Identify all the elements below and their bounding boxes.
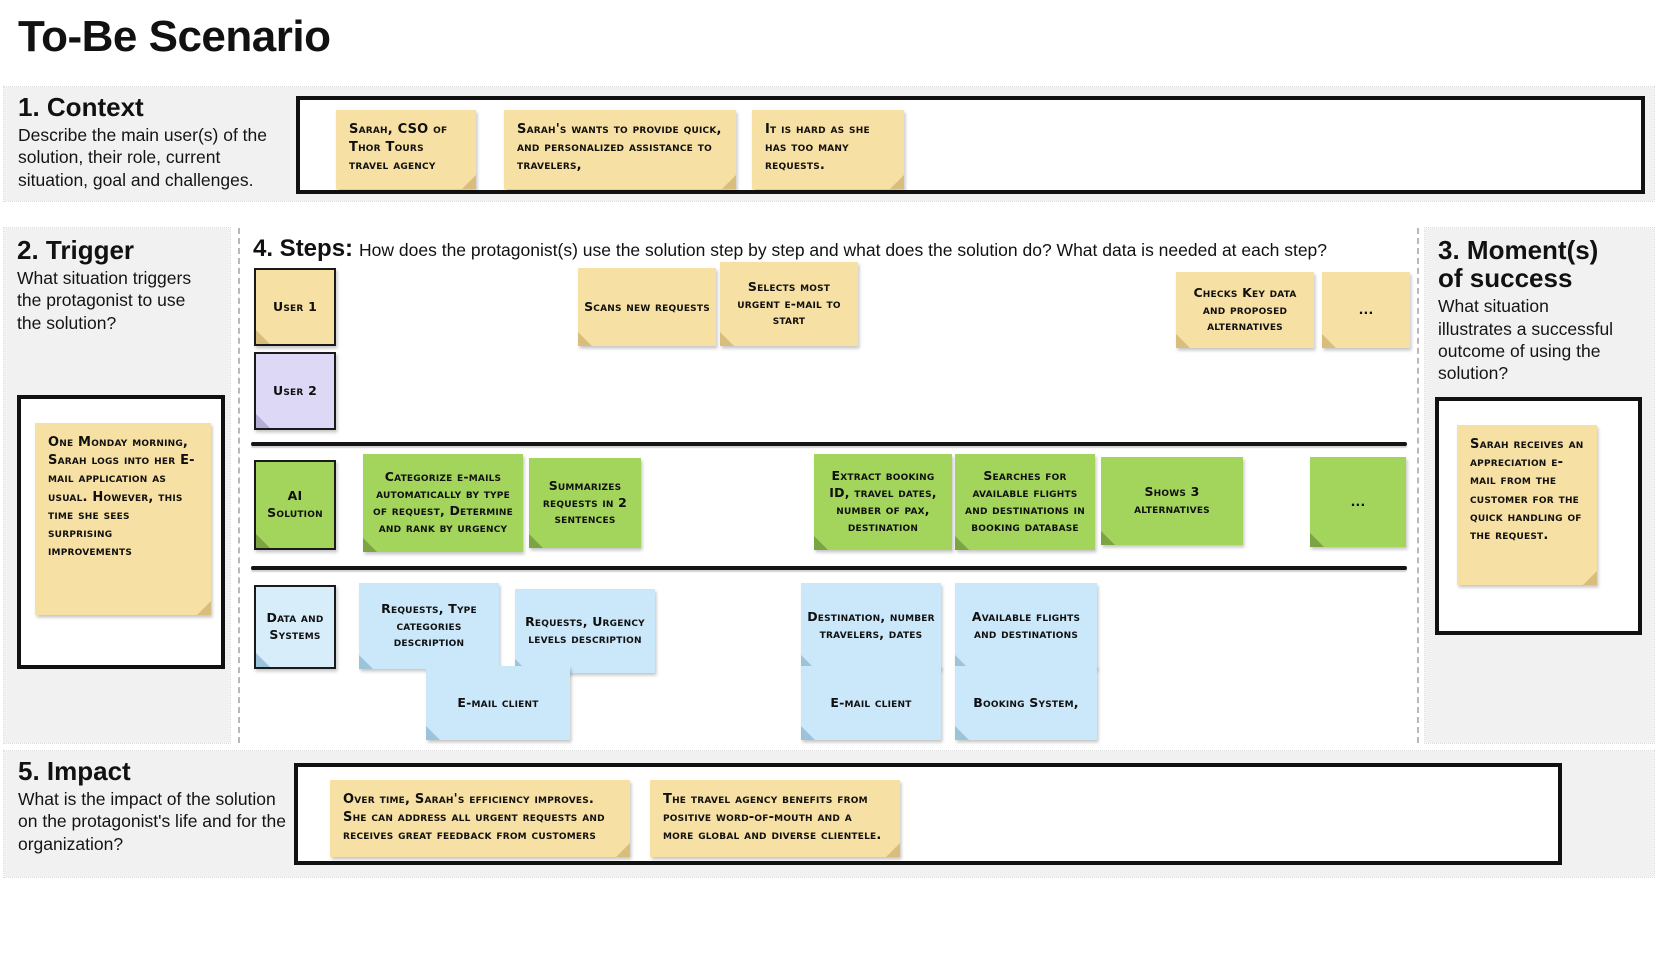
trigger-title: 2. Trigger <box>17 235 135 265</box>
note-text: Scans new requests <box>584 298 710 314</box>
page-title: To-Be Scenario <box>18 12 331 61</box>
context-header: 1. Context Describe the main user(s) of … <box>18 93 288 191</box>
success-panel: 3. Moment(s) of success What situation i… <box>1424 227 1655 744</box>
lane-label-data-systems[interactable]: Data and Systems <box>254 585 336 669</box>
note-sarah-challenge[interactable]: It is hard as she has too many requests. <box>752 110 904 189</box>
note-text: One Monday morning, Sarah logs into her … <box>48 435 195 560</box>
note-text: Selects most urgent e-mail to start <box>737 278 841 328</box>
note-trigger[interactable]: One Monday morning, Sarah logs into her … <box>35 423 211 615</box>
lane-label-text: Data and Systems <box>266 610 324 642</box>
note-extract-booking[interactable]: Extract booking ID, travel dates, number… <box>814 454 952 550</box>
note-success[interactable]: Sarah receives an appreciation e-mail fr… <box>1457 425 1597 585</box>
impact-title: 5. Impact <box>18 756 131 786</box>
trigger-panel: 2. Trigger What situation triggers the p… <box>3 227 231 744</box>
note-text: Destination, number travelers, dates <box>807 609 935 641</box>
note-text: Requests, Urgency levels description <box>525 614 645 646</box>
note-text: Booking System, <box>973 694 1079 710</box>
note-select-urgent[interactable]: Selects most urgent e-mail to start <box>720 262 858 346</box>
note-requests-urgency[interactable]: Requests, Urgency levels description <box>515 589 655 673</box>
lane-label-text: User 2 <box>273 382 317 398</box>
note-text: Shows 3 alternatives <box>1134 484 1210 516</box>
note-text: Requests, Type categories description <box>381 600 477 650</box>
note-text: It is hard as she has too many requests. <box>765 122 870 174</box>
success-header: 3. Moment(s) of success What situation i… <box>1438 236 1626 385</box>
note-text: Sarah, CSO of Thor Tours travel agency <box>349 122 448 174</box>
note-text: Categorize e-mails automatically by type… <box>373 469 513 535</box>
trigger-note-box: One Monday morning, Sarah logs into her … <box>17 395 225 669</box>
note-requests-type[interactable]: Requests, Type categories description <box>359 583 499 669</box>
context-title: 1. Context <box>18 92 144 122</box>
note-ai-more[interactable]: ... <box>1310 457 1406 547</box>
note-text: Summarizes requests in 2 sentences <box>542 477 628 527</box>
success-title: 3. Moment(s) of success <box>1438 235 1599 294</box>
note-impact-agency[interactable]: The travel agency benefits from positive… <box>650 780 900 857</box>
success-description: What situation illustrates a successful … <box>1438 296 1614 384</box>
impact-header: 5. Impact What is the impact of the solu… <box>18 757 296 855</box>
context-notes-box: Sarah, CSO of Thor Tours travel agency S… <box>296 96 1645 194</box>
trigger-description: What situation triggers the protagonist … <box>17 268 192 333</box>
trigger-header: 2. Trigger What situation triggers the p… <box>17 236 213 334</box>
steps-header: 4. Steps:How does the protagonist(s) use… <box>253 235 1327 263</box>
steps-title: 4. Steps: <box>253 235 354 262</box>
note-search-flights[interactable]: Searches for available flights and desti… <box>955 454 1095 550</box>
impact-notes-box: Over time, Sarah's efficiency improves. … <box>294 763 1562 865</box>
note-text: ... <box>1358 301 1374 317</box>
lane-label-user2[interactable]: User 2 <box>254 352 336 430</box>
lane-divider-2 <box>251 566 1407 570</box>
lane-label-text: User 1 <box>273 298 317 314</box>
note-text: ... <box>1350 493 1366 509</box>
note-text: The travel agency benefits from positive… <box>663 792 882 844</box>
note-email-client-1[interactable]: E-mail client <box>426 666 570 740</box>
lane-divider-1 <box>251 442 1407 446</box>
context-description: Describe the main user(s) of the solutio… <box>18 125 267 190</box>
note-impact-efficiency[interactable]: Over time, Sarah's efficiency improves. … <box>330 780 630 857</box>
note-text: Over time, Sarah's efficiency improves. … <box>343 792 605 844</box>
note-sarah-goal[interactable]: Sarah's wants to provide quick, and pers… <box>504 110 736 189</box>
note-available-flights[interactable]: Available flights and destinations <box>955 583 1097 669</box>
note-show-alternatives[interactable]: Shows 3 alternatives <box>1101 457 1243 545</box>
note-sarah-role[interactable]: Sarah, CSO of Thor Tours travel agency <box>336 110 476 189</box>
lane-label-text: AI Solution <box>267 488 323 520</box>
note-categorize-emails[interactable]: Categorize e-mails automatically by type… <box>363 454 523 552</box>
note-email-client-2[interactable]: E-mail client <box>801 666 941 740</box>
note-scan-requests[interactable]: Scans new requests <box>578 268 716 346</box>
steps-left-separator <box>238 228 240 743</box>
lane-label-user1[interactable]: User 1 <box>254 268 336 346</box>
success-note-box: Sarah receives an appreciation e-mail fr… <box>1435 397 1642 635</box>
note-text: E-mail client <box>457 694 539 710</box>
note-check-key-data[interactable]: Checks Key data and proposed alternative… <box>1176 272 1314 348</box>
note-user1-more[interactable]: ... <box>1322 272 1410 348</box>
note-text: Checks Key data and proposed alternative… <box>1193 284 1297 334</box>
note-text: Searches for available flights and desti… <box>965 468 1085 534</box>
steps-right-separator <box>1417 228 1419 743</box>
context-panel: 1. Context Describe the main user(s) of … <box>3 86 1655 202</box>
note-summarize-requests[interactable]: Summarizes requests in 2 sentences <box>529 458 641 548</box>
note-destination-data[interactable]: Destination, number travelers, dates <box>801 583 941 669</box>
note-text: E-mail client <box>830 694 912 710</box>
note-text: Extract booking ID, travel dates, number… <box>829 468 937 534</box>
note-text: Sarah's wants to provide quick, and pers… <box>517 122 722 174</box>
steps-question: How does the protagonist(s) use the solu… <box>359 240 1328 260</box>
steps-section: 4. Steps:How does the protagonist(s) use… <box>243 228 1417 743</box>
impact-panel: 5. Impact What is the impact of the solu… <box>3 750 1655 878</box>
note-text: Sarah receives an appreciation e-mail fr… <box>1470 437 1584 543</box>
note-text: Available flights and destinations <box>971 609 1081 641</box>
lane-label-ai-solution[interactable]: AI Solution <box>254 460 336 550</box>
impact-description: What is the impact of the solution on th… <box>18 789 286 854</box>
note-booking-system[interactable]: Booking System, <box>955 666 1097 740</box>
